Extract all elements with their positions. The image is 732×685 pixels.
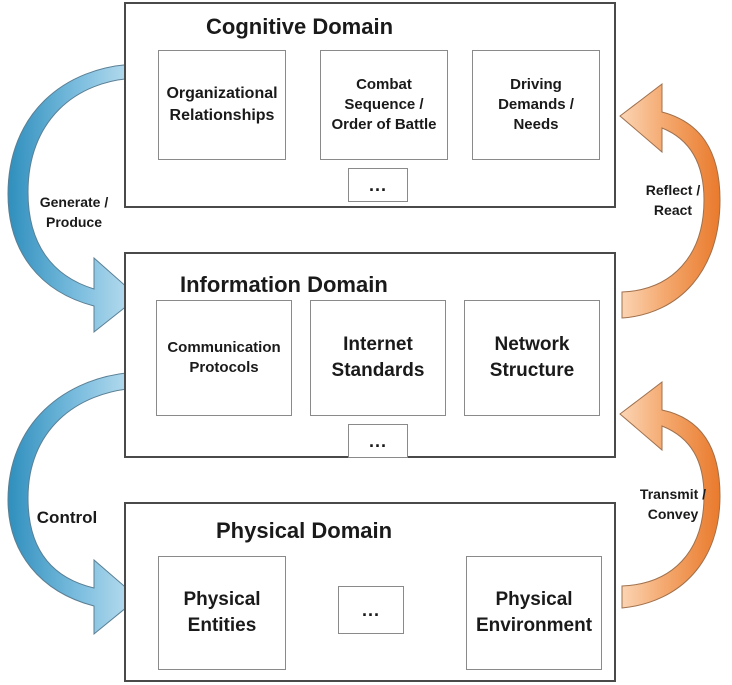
information-domain-title: Information Domain [180, 272, 388, 297]
reflect-arrow [619, 82, 721, 319]
physical-domain-box: Physical Domain Physical Entities ... Ph… [124, 502, 616, 682]
internet-standards-box: Internet Standards [310, 300, 446, 416]
physical-entities-box: Physical Entities [158, 556, 286, 670]
network-structure-box: Network Structure [464, 300, 600, 416]
cognitive-more-box: ... [348, 168, 408, 202]
driving-demands-box: Driving Demands / Needs [472, 50, 600, 160]
physical-environment-box: Physical Environment [466, 556, 602, 670]
cognitive-domain-title: Cognitive Domain [206, 14, 394, 39]
combat-sequence-box: Combat Sequence / Order of Battle [320, 50, 448, 160]
generate-produce-label: Generate / Produce [39, 194, 109, 231]
control-arrow [7, 371, 139, 636]
physical-domain-title: Physical Domain [216, 518, 393, 543]
transmit-convey-label: Transmit / Convey [639, 486, 707, 523]
control-label: Control [36, 508, 98, 527]
communication-protocols-box: Communication Protocols [156, 300, 292, 416]
generate-arrow [7, 63, 139, 334]
organizational-relationships-box: Organizational Relationships [158, 50, 286, 160]
transmit-arrow [619, 380, 721, 609]
reflect-react-label: Reflect / React [645, 182, 701, 219]
physical-more-box: ... [338, 586, 404, 634]
information-domain-box: Information Domain Communication Protoco… [124, 252, 616, 458]
cognitive-domain-box: Cognitive Domain Organizational Relation… [124, 2, 616, 208]
information-more-box: ... [348, 424, 408, 458]
